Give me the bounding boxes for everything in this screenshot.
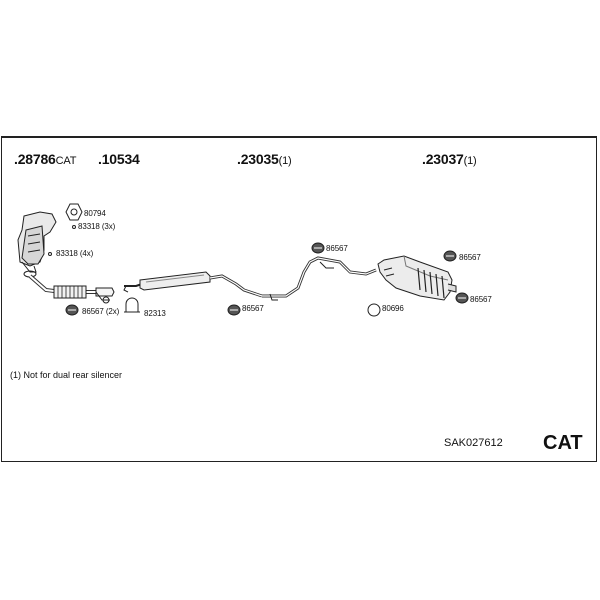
callout-83318-3x: 83318 (3x): [78, 222, 116, 231]
clamp-icon: [455, 292, 469, 304]
callout-83318-4x: 83318 (4x): [56, 249, 94, 258]
gasket-ring-icon: [367, 303, 381, 317]
bolt-icon: [48, 252, 52, 256]
clamp-icon: [443, 250, 457, 262]
part-number-23037: .23037(1): [422, 151, 477, 167]
callout-86567-2x: 86567 (2x): [82, 307, 120, 316]
callout-86567-rear-bottom: 86567: [470, 295, 492, 304]
clamp-icon: [65, 304, 79, 316]
clamp-icon: [227, 304, 241, 316]
callout-80794: 80794: [84, 209, 106, 218]
middle-silencer: [123, 271, 263, 298]
callout-86567-mid: 86567: [242, 304, 264, 313]
centre-pipe: [262, 256, 377, 301]
part-number-10534: .10534: [98, 151, 140, 167]
callout-82313: 82313: [144, 309, 166, 318]
category-label: CAT: [543, 432, 583, 454]
part-number-28786: .28786CAT: [14, 151, 77, 167]
rear-silencer: [377, 255, 457, 301]
callout-80696: 80696: [382, 304, 404, 313]
rubber-mount-icon: [124, 297, 140, 313]
bolt-icon: [72, 225, 76, 229]
set-code: SAK027612: [444, 437, 503, 449]
catalytic-converter: [17, 211, 115, 304]
part-number-23035: .23035(1): [237, 151, 292, 167]
gasket-icon: [65, 203, 83, 221]
clamp-icon: [311, 242, 325, 254]
diagram-frame: [1, 136, 597, 462]
callout-86567-rear-top: 86567: [459, 253, 481, 262]
callout-86567-pipe: 86567: [326, 244, 348, 253]
footnote: (1) Not for dual rear silencer: [10, 370, 123, 380]
